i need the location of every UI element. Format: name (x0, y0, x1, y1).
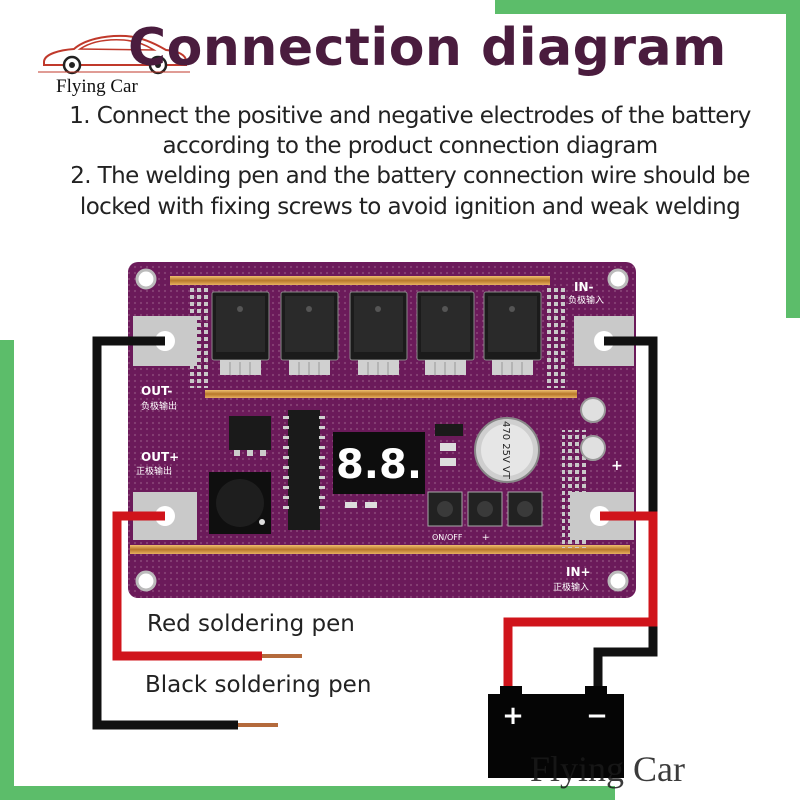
instruction-line-4: locked with fixing screws to avoid ignit… (79, 194, 741, 220)
brand-watermark: Flying Car (530, 749, 686, 789)
label-out-minus-cn: 负极输出 (141, 400, 177, 412)
battery-minus: − (586, 701, 608, 731)
label-in-minus: IN- (574, 280, 594, 294)
green-frame-bottom (0, 786, 615, 800)
copper-bar-bottom (130, 545, 630, 554)
label-in-plus-cn: 正极输入 (553, 581, 589, 593)
switch-label: ON/OFF (432, 533, 463, 542)
battery-plus: + (502, 701, 524, 731)
green-frame-top (495, 0, 800, 14)
label-in-plus: IN+ (566, 565, 591, 579)
wire-red-pen (112, 511, 262, 661)
car-logo-icon (38, 34, 190, 75)
page-title: Connection diagram (128, 18, 727, 78)
display-digits: 8.8. (336, 442, 422, 488)
copper-bar-top (170, 276, 550, 285)
wire-red-battery (503, 511, 658, 696)
mcu-chip (288, 410, 320, 530)
copper-bar-middle (205, 390, 577, 398)
green-frame-right (786, 0, 800, 318)
black-pen-label: Black soldering pen (145, 672, 372, 698)
mosfet-row (211, 291, 542, 375)
mounting-holes (135, 268, 629, 592)
label-in-minus-cn: 负极输入 (568, 294, 604, 306)
wire-black-battery (593, 336, 658, 696)
instruction-line-2: according to the product connection diag… (162, 133, 658, 159)
wire-black-pen (92, 336, 238, 730)
switch-plus: + (482, 533, 490, 543)
regulator-chip (229, 416, 271, 450)
label-out-plus: OUT+ (141, 450, 179, 464)
label-plus-mark: + (611, 458, 623, 474)
brand-logo-text: Flying Car (56, 76, 138, 97)
led-display (333, 432, 425, 494)
label-out-minus: OUT- (141, 384, 172, 398)
capacitor-label: 470 25V VT (500, 421, 511, 480)
board-buttons (427, 491, 543, 527)
red-pen-label: Red soldering pen (147, 611, 355, 637)
battery (488, 694, 624, 778)
label-out-plus-cn: 正极输出 (136, 465, 172, 477)
green-frame-left (0, 340, 14, 800)
instruction-line-1: 1. Connect the positive and negative ele… (69, 103, 751, 129)
instruction-line-3: 2. The welding pen and the battery conne… (70, 163, 750, 189)
